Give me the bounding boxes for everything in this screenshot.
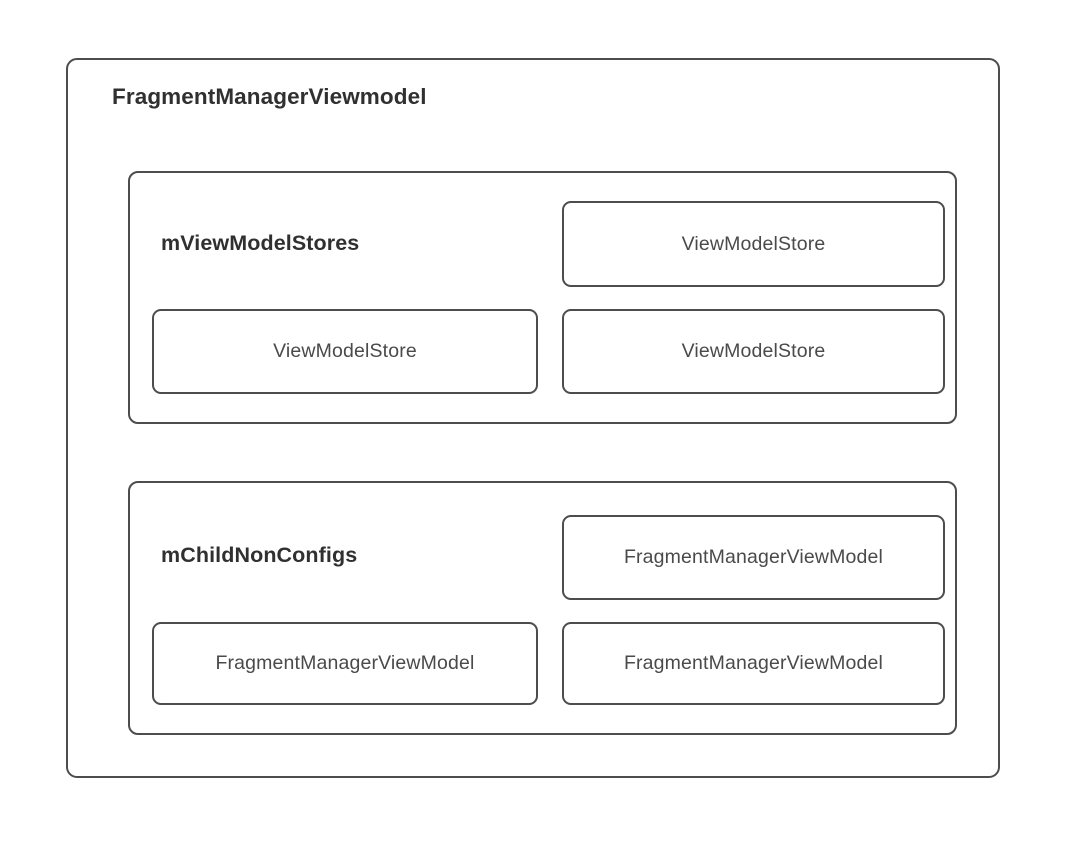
item-box-viewmodelstore-bottom-left: ViewModelStore bbox=[152, 309, 538, 394]
item-label: FragmentManagerViewModel bbox=[623, 546, 884, 568]
item-label: FragmentManagerViewModel bbox=[623, 652, 884, 674]
item-box-fragmentmanagerviewmodel-bottom-right: FragmentManagerViewModel bbox=[562, 622, 945, 705]
item-label: ViewModelStore bbox=[681, 340, 826, 362]
item-label: ViewModelStore bbox=[273, 340, 417, 362]
section-label-m-view-model-stores: mViewModelStores bbox=[161, 231, 360, 255]
item-label: FragmentManagerViewModel bbox=[215, 652, 475, 674]
fragment-manager-viewmodel-container: FragmentManagerViewmodel mViewModelStore… bbox=[66, 58, 1000, 778]
item-label: ViewModelStore bbox=[681, 232, 826, 255]
section-m-child-non-configs: mChildNonConfigs FragmentManagerViewMode… bbox=[128, 481, 957, 735]
section-m-view-model-stores: mViewModelStores ViewModelStore ViewMode… bbox=[128, 171, 957, 424]
item-box-viewmodelstore-top-right: ViewModelStore bbox=[562, 201, 945, 287]
item-box-fragmentmanagerviewmodel-bottom-left: FragmentManagerViewModel bbox=[152, 622, 538, 705]
diagram-title: FragmentManagerViewmodel bbox=[112, 84, 427, 109]
section-label-m-child-non-configs: mChildNonConfigs bbox=[161, 543, 358, 567]
item-box-fragmentmanagerviewmodel-top-right: FragmentManagerViewModel bbox=[562, 515, 945, 600]
item-box-viewmodelstore-bottom-right: ViewModelStore bbox=[562, 309, 945, 394]
